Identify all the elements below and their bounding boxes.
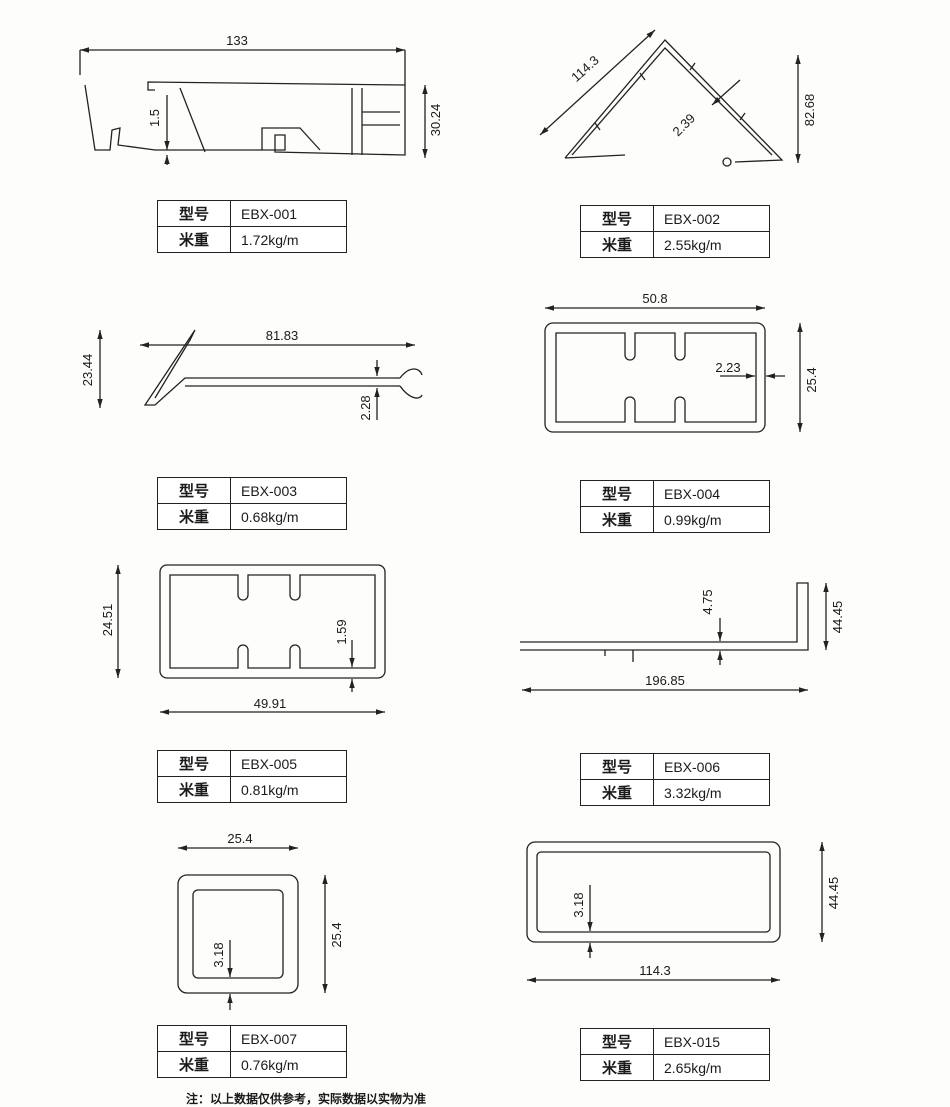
- model-label: 型号: [581, 1029, 654, 1054]
- dim-ebx-002-thickness: 2.39: [670, 111, 699, 140]
- weight-label: 米重: [581, 507, 654, 532]
- weight-value: 0.68kg/m: [241, 508, 299, 525]
- dim-ebx-015-thickness: 3.18: [571, 892, 586, 917]
- dim-ebx-001-thickness: 1.5: [147, 109, 162, 127]
- dim-ebx-007-width: 25.4: [227, 831, 252, 846]
- profile-ebx-006-drawing: [520, 582, 829, 693]
- model-value: EBX-004: [664, 485, 721, 502]
- dim-ebx-006-height: 44.45: [830, 601, 845, 634]
- spec-table-ebx-015: 型号 EBX-015 米重 2.65kg/m: [580, 1028, 770, 1081]
- profile-ebx-005-drawing: [115, 564, 386, 715]
- model-value: EBX-007: [241, 1030, 298, 1047]
- dim-ebx-005-thickness: 1.59: [334, 619, 349, 644]
- model-value: EBX-001: [241, 205, 298, 222]
- model-value: EBX-006: [664, 758, 721, 775]
- spec-table-ebx-004: 型号 EBX-004 米重 0.99kg/m: [580, 480, 770, 533]
- dim-ebx-002-height: 82.68: [802, 94, 817, 127]
- dim-ebx-004-thickness: 2.23: [715, 360, 740, 375]
- dim-ebx-004-height: 25.4: [804, 367, 819, 392]
- weight-label: 米重: [158, 777, 231, 802]
- weight-label: 米重: [158, 504, 231, 529]
- model-label: 型号: [581, 754, 654, 779]
- weight-value: 1.72kg/m: [241, 231, 299, 248]
- profile-ebx-001-drawing: [79, 47, 428, 165]
- dim-ebx-003-thickness: 2.28: [358, 395, 373, 420]
- dim-ebx-007-height: 25.4: [329, 922, 344, 947]
- dim-ebx-005-height: 24.51: [100, 604, 115, 637]
- spec-table-ebx-006: 型号 EBX-006 米重 3.32kg/m: [580, 753, 770, 806]
- weight-label: 米重: [158, 1052, 231, 1077]
- spec-table-ebx-002: 型号 EBX-002 米重 2.55kg/m: [580, 205, 770, 258]
- dim-ebx-003-width: 81.83: [266, 328, 299, 343]
- spec-table-ebx-005: 型号 EBX-005 米重 0.81kg/m: [157, 750, 347, 803]
- model-label: 型号: [158, 478, 231, 503]
- spec-table-ebx-007: 型号 EBX-007 米重 0.76kg/m: [157, 1025, 347, 1078]
- model-label: 型号: [158, 201, 231, 226]
- model-value: EBX-003: [241, 482, 298, 499]
- dim-ebx-003-height: 23.44: [80, 354, 95, 387]
- profile-ebx-003-drawing: [97, 329, 423, 420]
- dim-ebx-001-width: 133: [226, 33, 248, 48]
- spec-table-ebx-001: 型号 EBX-001 米重 1.72kg/m: [157, 200, 347, 253]
- model-label: 型号: [581, 206, 654, 231]
- model-value: EBX-005: [241, 755, 298, 772]
- weight-label: 米重: [581, 232, 654, 257]
- dim-ebx-015-width: 114.3: [639, 963, 671, 978]
- model-label: 型号: [158, 1026, 231, 1051]
- spec-table-ebx-003: 型号 EBX-003 米重 0.68kg/m: [157, 477, 347, 530]
- dim-ebx-006-thickness: 4.75: [700, 589, 715, 614]
- weight-label: 米重: [158, 227, 231, 252]
- dim-ebx-004-width: 50.8: [642, 291, 667, 306]
- weight-value: 0.81kg/m: [241, 781, 299, 798]
- profile-ebx-007-drawing: [177, 845, 328, 1010]
- weight-label: 米重: [581, 1055, 654, 1080]
- model-value: EBX-015: [664, 1033, 721, 1050]
- dim-ebx-015-height: 44.45: [826, 877, 841, 910]
- profile-ebx-015-drawing: [526, 841, 825, 983]
- dim-ebx-002-side: 114.3: [568, 53, 602, 85]
- weight-value: 3.32kg/m: [664, 784, 722, 801]
- profile-ebx-004-drawing: [544, 305, 803, 433]
- dim-ebx-007-thickness: 3.18: [211, 942, 226, 967]
- footnote: 注：以上数据仅供参考，实际数据以实物为准: [186, 1092, 427, 1106]
- weight-value: 0.76kg/m: [241, 1056, 299, 1073]
- profile-ebx-002-drawing: [539, 29, 801, 167]
- weight-value: 2.55kg/m: [664, 236, 722, 253]
- weight-value: 0.99kg/m: [664, 511, 722, 528]
- dim-ebx-006-width: 196.85: [645, 673, 685, 688]
- weight-label: 米重: [581, 780, 654, 805]
- model-value: EBX-002: [664, 210, 721, 227]
- weight-value: 2.65kg/m: [664, 1059, 722, 1076]
- model-label: 型号: [581, 481, 654, 506]
- model-label: 型号: [158, 751, 231, 776]
- dim-ebx-001-height: 30.24: [428, 104, 443, 137]
- dim-ebx-005-width: 49.91: [254, 696, 287, 711]
